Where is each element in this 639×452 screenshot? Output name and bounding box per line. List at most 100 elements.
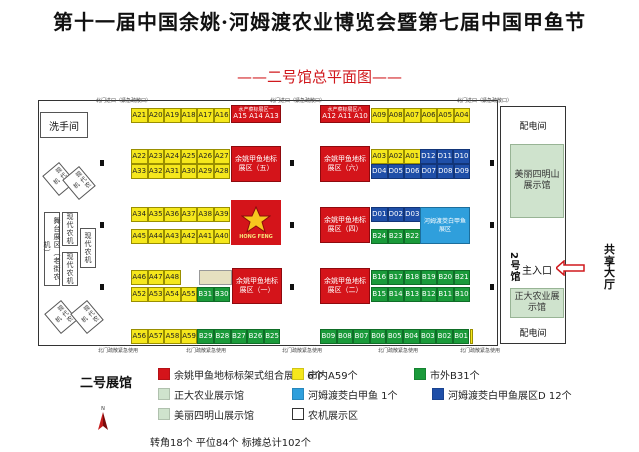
- modern-machinery-5: 现代农机: [80, 228, 96, 268]
- north-entrance-label-2: 北门进口（紧急疏散口）: [270, 98, 326, 104]
- pillar: [100, 222, 104, 228]
- booth-a34: A34: [131, 207, 148, 222]
- legend-heading: 二号展馆: [80, 376, 133, 391]
- legend-label-0: 余姚甲鱼地标标架式组合展位 6个: [174, 371, 324, 382]
- legend-swatch-3: [158, 388, 170, 400]
- booth-b15: B15: [371, 287, 388, 302]
- booth-a20: A20: [147, 108, 164, 123]
- booth-b05: B05: [386, 329, 403, 344]
- entrance-arrow-icon: [554, 259, 586, 277]
- booth-a21: A21: [131, 108, 148, 123]
- booth-a24: A24: [164, 149, 181, 164]
- booth-a01: A01: [404, 149, 421, 164]
- meili-siming-pavilion: 美丽四明山展示馆: [510, 144, 564, 218]
- booth-a42: A42: [180, 229, 197, 244]
- booth-a09: A09: [371, 108, 388, 123]
- booth-b26: B26: [247, 329, 264, 344]
- booth-a40: A40: [213, 229, 230, 244]
- booth-b04: B04: [403, 329, 420, 344]
- booth-a38: A38: [197, 207, 214, 222]
- booth-d04: D04: [371, 164, 388, 179]
- booth-b12: B12: [420, 287, 437, 302]
- pillar: [100, 160, 104, 166]
- booth-a26: A26: [197, 149, 214, 164]
- booth-d08: D08: [437, 164, 454, 179]
- booth-a16: A16: [213, 108, 230, 123]
- south-exit-label-3: 北门疏散紧急使用: [282, 348, 323, 354]
- legend-swatch-6: [158, 408, 170, 420]
- booth-a23: A23: [147, 149, 164, 164]
- booth-b10: B10: [453, 287, 470, 302]
- booth-a36: A36: [164, 207, 181, 222]
- modern-machinery-4: 现代农机: [62, 252, 78, 286]
- south-exit-label-5: 北门疏散紧急使用: [460, 348, 501, 354]
- meili-siming-pavilion-label: 美丽四明山展示馆: [514, 170, 560, 191]
- booth-b17: B17: [387, 270, 404, 285]
- page-title: 第十一届中国余姚·河姆渡农业博览会暨第七届中国甲鱼节: [53, 10, 586, 34]
- hall-outline: [38, 100, 498, 346]
- power-room-top: 配电间: [502, 108, 564, 142]
- legend-label-2: 市外B31个: [430, 371, 480, 382]
- star-logo-icon: [241, 205, 271, 233]
- pillar: [290, 284, 294, 290]
- booth-b23: B23: [387, 229, 404, 244]
- booth-a33: A33: [131, 164, 148, 179]
- red-booth-block-1-title: 水产菜标展区一: [238, 107, 274, 113]
- yuyao-area-2: 余姚甲鱼地标展区（二）: [320, 268, 370, 304]
- booth-b01: B01: [452, 329, 470, 344]
- booth-d12: D12: [420, 149, 437, 164]
- product-image-block: [199, 270, 232, 285]
- booth-a04: A04: [453, 108, 470, 123]
- yuyao-area-6: 余姚甲鱼地标展区（六）: [320, 146, 370, 182]
- booth-b18: B18: [404, 270, 421, 285]
- legend-summary: 转角18个 平位84个 标摊总计102个: [150, 438, 311, 449]
- booth-a27: A27: [213, 149, 230, 164]
- legend-label-7: 农机展示区: [308, 411, 358, 422]
- booth-b21: B21: [453, 270, 470, 285]
- modern-machinery-4-label: 现代农机: [66, 253, 74, 285]
- legend-swatch-7: [292, 408, 304, 420]
- booth-b11: B11: [437, 287, 454, 302]
- modern-machinery-3-label: 现代农机: [66, 213, 74, 245]
- booth-d02: D02: [387, 207, 404, 222]
- booth-a30: A30: [180, 164, 197, 179]
- booth-b29: B29: [197, 329, 214, 344]
- booth-b25: B25: [263, 329, 281, 344]
- north-arrow-icon: N: [96, 404, 110, 432]
- red-booth-block-1-numbers: A15 A14 A13: [233, 112, 279, 120]
- booth-b16: B16: [371, 270, 388, 285]
- booth-a41: A41: [197, 229, 214, 244]
- booth-b07: B07: [353, 329, 370, 344]
- booth-a39: A39: [213, 207, 230, 222]
- booth-a44: A44: [147, 229, 164, 244]
- legend-label-1: 市内A59个: [308, 371, 358, 382]
- booth-d05: D05: [387, 164, 404, 179]
- yuyao-area-1: 余姚甲鱼地标展区（一）: [232, 268, 282, 304]
- booth-d06: D06: [404, 164, 421, 179]
- svg-text:N: N: [101, 406, 105, 412]
- hemudu-area: 河姆渡茭白甲鱼展区: [420, 207, 470, 244]
- booth-b27: B27: [230, 329, 248, 344]
- booth-a59: A59: [180, 329, 198, 344]
- row5-end-marker: [470, 329, 473, 344]
- pillar: [490, 222, 494, 228]
- booth-b28: B28: [214, 329, 231, 344]
- booth-a06: A06: [420, 108, 437, 123]
- booth-b22: B22: [404, 229, 421, 244]
- legend-label-6: 美丽四明山展示馆: [174, 411, 254, 422]
- right-rooms-outline: [500, 106, 566, 344]
- booth-a54: A54: [164, 287, 181, 302]
- booth-a02: A02: [387, 149, 404, 164]
- stage-area-label: 舞台展区（老街农机）: [43, 217, 61, 281]
- booth-a19: A19: [164, 108, 181, 123]
- booth-a28: A28: [213, 164, 230, 179]
- hongfeng-logo-text: HONG FENG: [239, 233, 273, 240]
- south-exit-label-1: 北门疏散紧急使用: [98, 348, 139, 354]
- booth-a47: A47: [147, 270, 164, 285]
- modern-machinery-3: 现代农机: [62, 212, 78, 246]
- hall-2-label: 2号馆: [508, 252, 519, 282]
- booth-a53: A53: [147, 287, 164, 302]
- south-exit-label-2: 北门疏散紧急使用: [186, 348, 227, 354]
- pillar: [100, 284, 104, 290]
